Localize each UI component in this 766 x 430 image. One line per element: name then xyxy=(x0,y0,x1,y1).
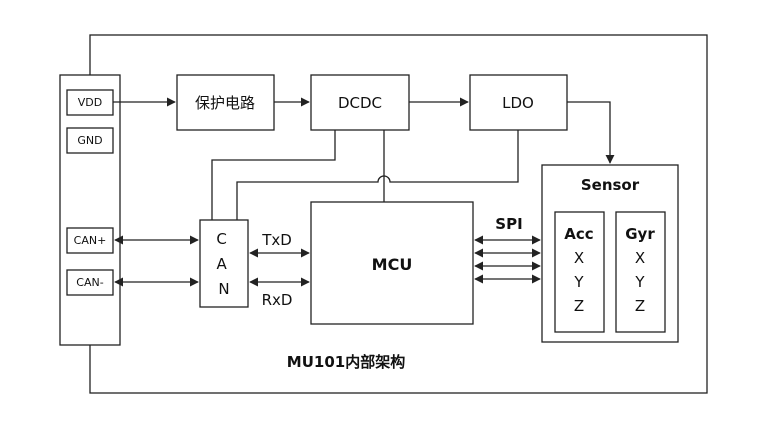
ldo-label: LDO xyxy=(502,94,534,112)
protection-block xyxy=(176,74,275,131)
mcu-block xyxy=(310,201,474,325)
spi-label: SPI xyxy=(495,215,522,233)
gyr-title: Gyr xyxy=(625,225,655,243)
pin-can-plus-box xyxy=(66,227,114,254)
diagram-caption: MU101内部架构 xyxy=(287,353,405,371)
gyr-axis-z: Z xyxy=(635,297,645,315)
can-label: C A N xyxy=(216,230,231,298)
sensor-title: Sensor xyxy=(581,176,640,194)
rxd-label: RxD xyxy=(262,291,293,309)
acc-axis-y: Y xyxy=(573,273,584,291)
connector-strip xyxy=(59,74,121,346)
dcdc-block xyxy=(310,74,410,131)
protection-label: 保护电路 xyxy=(195,94,255,112)
mcu-label: MCU xyxy=(372,255,413,274)
wire-dcdc-can xyxy=(211,130,336,220)
acc-title: Acc xyxy=(564,225,593,243)
dcdc-label: DCDC xyxy=(338,94,382,112)
gyr-axis-y: Y xyxy=(634,273,645,291)
acc-axis-z: Z xyxy=(574,297,584,315)
wire-ldo-can-crossover xyxy=(236,130,519,220)
pin-can-minus-box xyxy=(66,269,114,296)
pin-can-plus-label: CAN+ xyxy=(74,234,107,247)
pin-vdd-label: VDD xyxy=(78,96,102,109)
gyr-block xyxy=(615,211,666,333)
pin-gnd-box xyxy=(66,127,114,154)
txd-label: TxD xyxy=(261,231,292,249)
pin-gnd-label: GND xyxy=(77,134,102,147)
gyr-axis-x: X xyxy=(635,249,645,267)
can-block xyxy=(199,219,249,308)
pin-can-minus-label: CAN- xyxy=(76,276,103,289)
acc-axis-x: X xyxy=(574,249,584,267)
acc-block xyxy=(554,211,605,333)
pin-vdd-box xyxy=(66,89,114,116)
arrow-ldo-sensor xyxy=(567,101,615,164)
